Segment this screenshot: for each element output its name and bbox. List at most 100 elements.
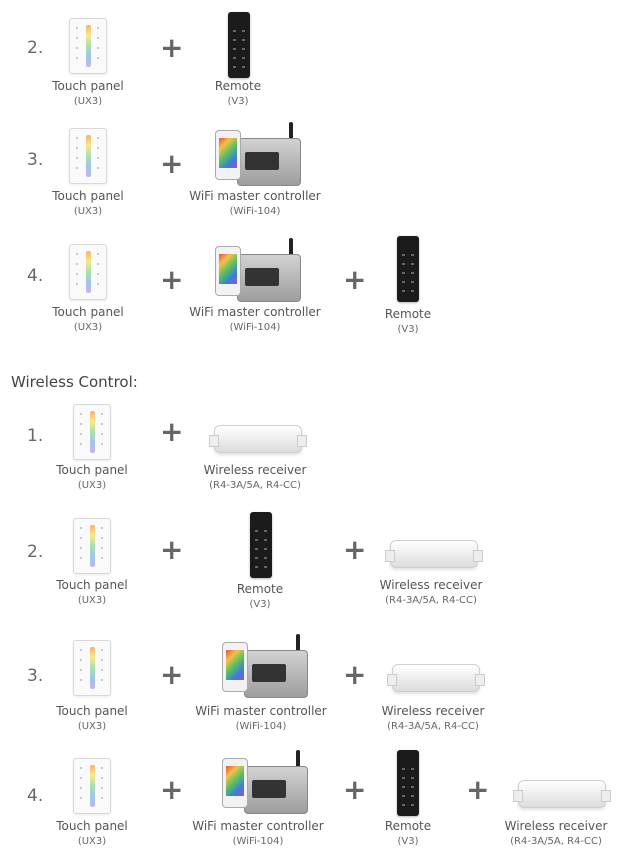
panel-button-dot bbox=[97, 273, 99, 275]
panel-button-dot bbox=[80, 413, 82, 415]
remote-key bbox=[411, 777, 414, 779]
panel-button-dot bbox=[76, 37, 78, 39]
touch-panel-image bbox=[73, 404, 111, 460]
wifi-controller-image bbox=[215, 238, 305, 306]
touch-panel-image bbox=[69, 244, 107, 300]
remote-key bbox=[411, 786, 414, 788]
remote-key bbox=[233, 66, 236, 68]
remote-name: Remote bbox=[214, 79, 262, 93]
panel-button-dot bbox=[101, 767, 103, 769]
remote-image bbox=[397, 750, 419, 816]
remote-key bbox=[264, 548, 267, 550]
panel-button-dot bbox=[101, 679, 103, 681]
touch-panel-label: Touch panel (UX3) bbox=[42, 462, 142, 494]
remote-name: Remote bbox=[384, 307, 432, 321]
touch-panel-name: Touch panel bbox=[52, 305, 124, 319]
touch-panel-label: Touch panel (UX3) bbox=[38, 78, 138, 110]
panel-button-dot bbox=[101, 423, 103, 425]
remote-label: Remote (V3) bbox=[210, 581, 310, 613]
plus-icon: + bbox=[160, 658, 184, 691]
remote-key bbox=[411, 804, 414, 806]
touch-panel-name: Touch panel bbox=[52, 189, 124, 203]
remote-key bbox=[411, 281, 414, 283]
wifi-controller-label: WiFi master controller (WiFi-104) bbox=[183, 818, 333, 850]
receiver-mount-tab bbox=[387, 674, 397, 686]
touch-panel-name: Touch panel bbox=[56, 704, 128, 718]
wireless-receiver-name: Wireless receiver bbox=[379, 578, 483, 592]
panel-button-dot bbox=[76, 273, 78, 275]
remote-key bbox=[264, 557, 267, 559]
row-number: 1. bbox=[27, 426, 44, 446]
wifi-controller-model: (WiFi-104) bbox=[235, 721, 287, 732]
wireless-receiver-label: Wireless receiver (R4-3A/5A, R4-CC) bbox=[180, 462, 330, 494]
panel-button-dot bbox=[97, 283, 99, 285]
remote-key bbox=[264, 566, 267, 568]
wifi-controller-image bbox=[215, 122, 305, 190]
panel-button-dot bbox=[97, 57, 99, 59]
touch-panel-name: Touch panel bbox=[56, 578, 128, 592]
receiver-mount-tab bbox=[513, 790, 523, 802]
remote-image bbox=[250, 512, 272, 578]
panel-button-dot bbox=[97, 253, 99, 255]
remote-label: Remote (V3) bbox=[188, 78, 288, 110]
remote-key bbox=[411, 795, 414, 797]
panel-button-dot bbox=[97, 27, 99, 29]
panel-button-dot bbox=[76, 57, 78, 59]
panel-button-dot bbox=[80, 547, 82, 549]
plus-icon: + bbox=[343, 773, 367, 806]
touch-panel-image bbox=[69, 18, 107, 74]
panel-button-dot bbox=[76, 137, 78, 139]
panel-button-dot bbox=[80, 679, 82, 681]
remote-model: (V3) bbox=[397, 836, 419, 847]
remote-key bbox=[255, 530, 258, 532]
remote-key bbox=[411, 768, 414, 770]
wireless-receiver-label: Wireless receiver (R4-3A/5A, R4-CC) bbox=[486, 818, 626, 850]
wireless-receiver-label: Wireless receiver (R4-3A/5A, R4-CC) bbox=[356, 577, 506, 609]
remote-key bbox=[411, 263, 414, 265]
panel-button-dot bbox=[76, 253, 78, 255]
touch-panel-name: Touch panel bbox=[52, 79, 124, 93]
touch-panel-model: (UX3) bbox=[73, 322, 103, 333]
wireless-receiver-model: (R4-3A/5A, R4-CC) bbox=[209, 480, 301, 491]
receiver-mount-tab bbox=[385, 550, 395, 562]
panel-button-dot bbox=[80, 669, 82, 671]
touch-panel-model: (UX3) bbox=[77, 595, 107, 606]
remote-key bbox=[411, 290, 414, 292]
plus-icon: + bbox=[160, 533, 184, 566]
plus-icon: + bbox=[343, 658, 367, 691]
wifi-controller-name: WiFi master controller bbox=[195, 704, 327, 718]
plus-icon: + bbox=[160, 263, 184, 296]
remote-key bbox=[242, 39, 245, 41]
panel-button-dot bbox=[97, 137, 99, 139]
wifi-controller-image bbox=[222, 634, 312, 702]
remote-name: Remote bbox=[384, 819, 432, 833]
panel-button-dot bbox=[101, 659, 103, 661]
panel-button-dot bbox=[76, 263, 78, 265]
remote-key bbox=[402, 768, 405, 770]
panel-button-dot bbox=[101, 787, 103, 789]
plus-icon: + bbox=[160, 415, 184, 448]
row-number: 3. bbox=[27, 150, 44, 170]
plus-icon: + bbox=[343, 533, 367, 566]
receiver-mount-tab bbox=[475, 674, 485, 686]
panel-button-dot bbox=[101, 557, 103, 559]
panel-button-dot bbox=[101, 547, 103, 549]
wireless-receiver-name: Wireless receiver bbox=[504, 819, 608, 833]
remote-key bbox=[402, 795, 405, 797]
panel-button-dot bbox=[101, 649, 103, 651]
panel-button-dot bbox=[80, 557, 82, 559]
panel-button-dot bbox=[101, 413, 103, 415]
remote-image bbox=[397, 236, 419, 302]
touch-panel-name: Touch panel bbox=[56, 463, 128, 477]
panel-button-dot bbox=[80, 767, 82, 769]
row-number: 4. bbox=[27, 266, 44, 286]
touch-panel-model: (UX3) bbox=[73, 206, 103, 217]
remote-key bbox=[264, 530, 267, 532]
plus-icon: + bbox=[466, 773, 490, 806]
panel-button-dot bbox=[76, 157, 78, 159]
remote-key bbox=[242, 66, 245, 68]
touch-panel-image bbox=[73, 758, 111, 814]
panel-button-dot bbox=[97, 157, 99, 159]
receiver-mount-tab bbox=[297, 435, 307, 447]
touch-panel-model: (UX3) bbox=[77, 721, 107, 732]
